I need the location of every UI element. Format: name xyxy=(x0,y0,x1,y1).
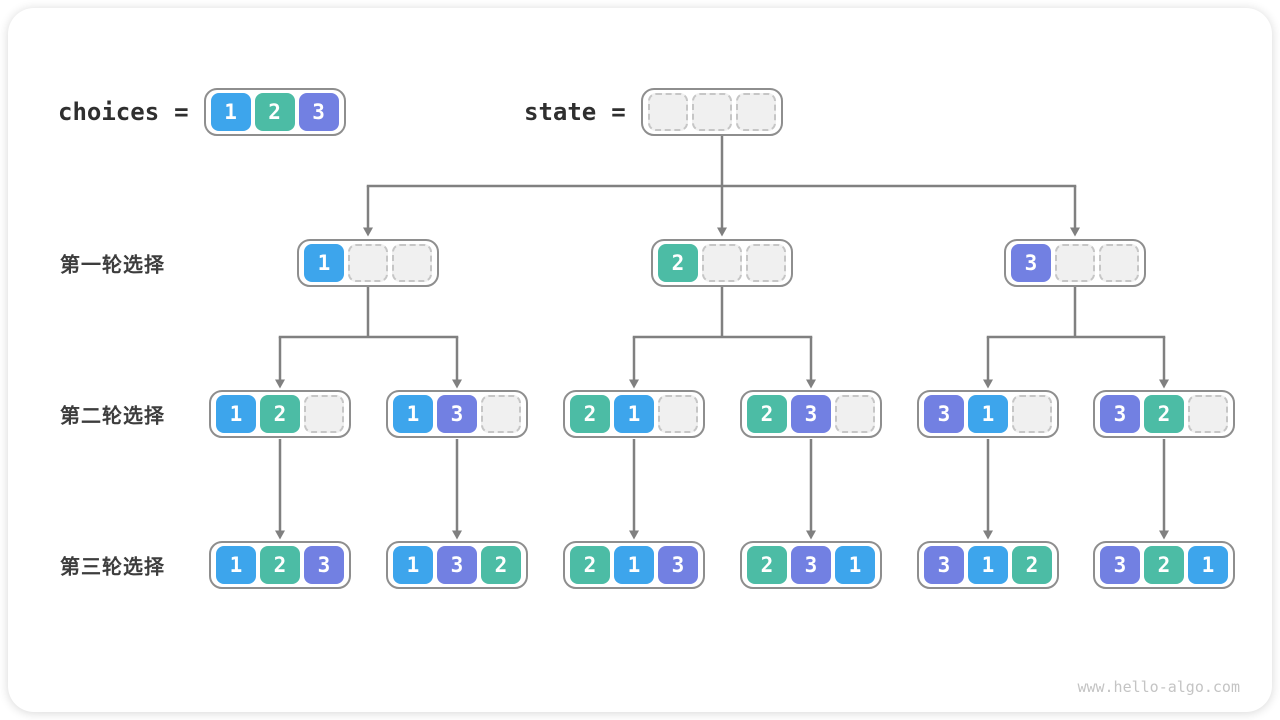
empty-cell xyxy=(1012,395,1052,433)
empty-cell xyxy=(1099,244,1139,282)
state-declaration: state = xyxy=(524,88,783,136)
value-cell: 1 xyxy=(210,93,251,131)
array-node-round1-3: 3 xyxy=(1004,239,1146,287)
value-cell: 3 xyxy=(658,546,698,584)
value-cell: 3 xyxy=(1100,395,1140,433)
empty-cell xyxy=(691,93,732,131)
empty-cell xyxy=(1188,395,1228,433)
state-label: state xyxy=(524,98,597,126)
value-cell: 3 xyxy=(1100,546,1140,584)
equals-sign: = xyxy=(611,98,626,126)
value-cell: 1 xyxy=(968,395,1008,433)
value-cell: 2 xyxy=(1144,546,1184,584)
empty-cell xyxy=(647,93,688,131)
empty-cell xyxy=(1055,244,1095,282)
value-cell: 1 xyxy=(393,546,433,584)
equals-sign: = xyxy=(174,98,189,126)
value-cell: 1 xyxy=(393,395,433,433)
value-cell: 3 xyxy=(304,546,344,584)
empty-cell xyxy=(835,395,875,433)
value-cell: 1 xyxy=(614,546,654,584)
value-cell: 2 xyxy=(570,395,610,433)
connector-line xyxy=(366,135,1077,188)
value-cell: 2 xyxy=(260,395,300,433)
choices-label: choices xyxy=(58,98,160,126)
value-cell: 1 xyxy=(614,395,654,433)
value-cell: 1 xyxy=(1188,546,1228,584)
value-cell: 3 xyxy=(791,546,831,584)
empty-cell xyxy=(702,244,742,282)
value-cell: 2 xyxy=(481,546,521,584)
empty-cell xyxy=(392,244,432,282)
value-cell: 3 xyxy=(437,546,477,584)
connector-line xyxy=(632,285,813,339)
value-cell: 3 xyxy=(924,546,964,584)
value-cell: 3 xyxy=(298,93,339,131)
connector-line xyxy=(986,285,1166,339)
value-cell: 2 xyxy=(1012,546,1052,584)
array-node-round1-2: 2 xyxy=(651,239,793,287)
value-cell: 3 xyxy=(437,395,477,433)
value-cell: 2 xyxy=(747,395,787,433)
value-cell: 2 xyxy=(1144,395,1184,433)
row-label-round-1: 第一轮选择 xyxy=(60,252,165,277)
value-cell: 2 xyxy=(658,244,698,282)
row-label-round-3: 第三轮选择 xyxy=(60,554,165,579)
value-cell: 1 xyxy=(968,546,1008,584)
empty-cell xyxy=(304,395,344,433)
row-label-round-2: 第二轮选择 xyxy=(60,403,165,428)
empty-cell xyxy=(481,395,521,433)
connector-line xyxy=(278,285,459,339)
value-cell: 2 xyxy=(570,546,610,584)
watermark: www.hello-algo.com xyxy=(1077,678,1240,696)
value-cell: 2 xyxy=(254,93,295,131)
empty-cell xyxy=(658,395,698,433)
value-cell: 3 xyxy=(1011,244,1051,282)
value-cell: 2 xyxy=(260,546,300,584)
empty-cell xyxy=(348,244,388,282)
state-array xyxy=(640,88,783,136)
array-node-round1-1: 1 xyxy=(297,239,439,287)
value-cell: 1 xyxy=(835,546,875,584)
value-cell: 1 xyxy=(304,244,344,282)
value-cell: 3 xyxy=(791,395,831,433)
value-cell: 3 xyxy=(924,395,964,433)
value-cell: 1 xyxy=(216,546,256,584)
empty-cell xyxy=(746,244,786,282)
value-cell: 2 xyxy=(747,546,787,584)
empty-cell xyxy=(735,93,776,131)
value-cell: 1 xyxy=(216,395,256,433)
